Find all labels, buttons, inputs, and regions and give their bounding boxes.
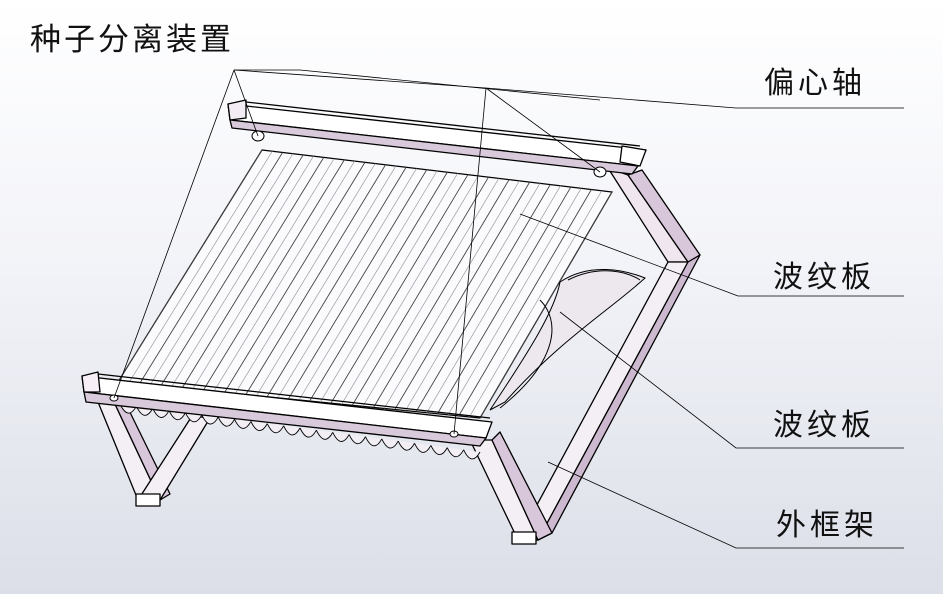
corrugation-scallop bbox=[430, 445, 448, 455]
corrugation-scallop bbox=[463, 449, 481, 460]
corrugation-scallop bbox=[365, 436, 383, 447]
corrugation-ridge bbox=[447, 188, 582, 416]
corrugation-ridge bbox=[351, 176, 489, 406]
corrugation-scallop bbox=[332, 432, 350, 442]
label-eccentric-shaft: 偏心轴 bbox=[764, 66, 866, 101]
corrugation-ridge bbox=[319, 173, 458, 403]
corrugation-scallop bbox=[250, 421, 268, 431]
label-outer-frame: 外框架 bbox=[776, 508, 878, 543]
corrugation-ridge bbox=[160, 154, 304, 387]
label-corrugated-plate-lower: 波纹板 bbox=[773, 408, 875, 443]
top-back-bar bbox=[227, 99, 647, 175]
corrugation-ridge bbox=[245, 164, 386, 395]
corrugation-ridge bbox=[287, 169, 428, 400]
corrugation-ridge bbox=[469, 190, 603, 418]
corrugation-ridge bbox=[277, 168, 417, 399]
corrugation-scallop bbox=[381, 438, 399, 449]
top-front-bar bbox=[81, 371, 493, 447]
corrugation-ridge bbox=[394, 181, 531, 410]
corrugation-ridge bbox=[138, 152, 283, 385]
outer-frame bbox=[97, 167, 701, 545]
corrugation-scallop bbox=[283, 425, 301, 436]
corrugation-scallop bbox=[414, 443, 432, 453]
corrugation-scallop bbox=[266, 423, 285, 434]
corrugation-ridge bbox=[458, 189, 592, 417]
diagram-title: 种子分离装置 bbox=[30, 22, 234, 58]
corrugation-ridge bbox=[128, 151, 273, 384]
label-corrugated-plate-upper: 波纹板 bbox=[773, 260, 875, 295]
corrugation-scallop bbox=[201, 414, 219, 425]
leader-lines bbox=[113, 69, 904, 549]
corrugation-ridge bbox=[479, 191, 613, 419]
corrugation-scallop bbox=[299, 427, 317, 438]
corrugation-ridge bbox=[330, 174, 469, 404]
corrugation-scallop bbox=[446, 447, 465, 458]
corrugated-plate-lower bbox=[119, 269, 646, 460]
corrugation-ridge bbox=[405, 183, 541, 411]
corrugation-ridge bbox=[383, 180, 520, 409]
corrugation-ridge bbox=[426, 185, 561, 413]
corrugation-ridge bbox=[213, 160, 355, 392]
corrugation-scallop bbox=[315, 429, 334, 440]
corrugation-ridge bbox=[341, 175, 479, 405]
corrugation-ridge bbox=[309, 172, 448, 402]
corrugation-scallop bbox=[234, 419, 252, 429]
corrugation-ridge bbox=[149, 153, 294, 386]
corrugation-scallop bbox=[217, 416, 235, 427]
corrugation-ridge bbox=[373, 179, 510, 408]
corrugation-ridge bbox=[117, 149, 263, 383]
corrugation-ridge bbox=[170, 155, 314, 388]
corrugation-ridge bbox=[415, 184, 551, 412]
corrugation-ridge bbox=[298, 170, 438, 401]
corrugation-ridge bbox=[362, 178, 500, 407]
corrugation-scallop bbox=[397, 440, 415, 451]
corrugation-ridge bbox=[266, 167, 407, 398]
corrugated-plate-upper bbox=[116, 149, 613, 419]
corrugation-ridge bbox=[256, 165, 397, 396]
corrugation-ridge bbox=[192, 158, 335, 390]
corrugation-ridge bbox=[224, 162, 366, 393]
corrugation-ridge bbox=[202, 159, 345, 391]
corrugation-ridge bbox=[234, 163, 376, 394]
corrugation-scallop bbox=[348, 434, 366, 445]
corrugation-ridge bbox=[181, 157, 325, 389]
